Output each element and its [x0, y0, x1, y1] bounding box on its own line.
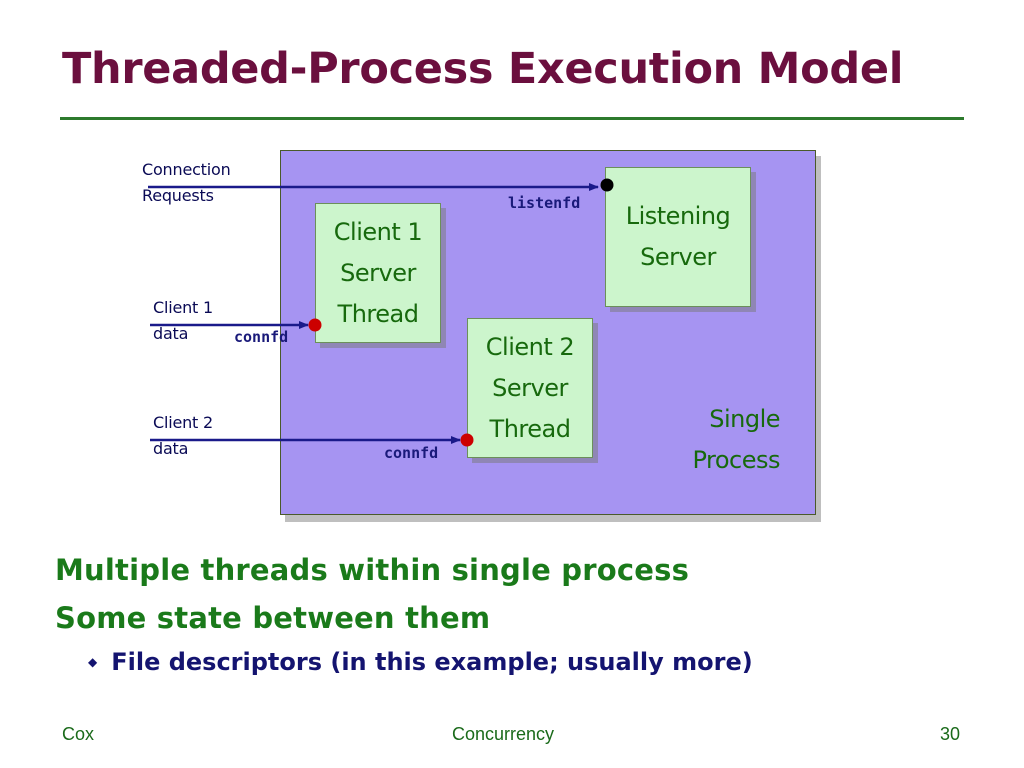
process-diagram: Listening Server Client 1 Server Thread … [142, 150, 821, 522]
client1-data-label: Client 1 data [153, 298, 213, 343]
single-process-label: Single Process [692, 405, 780, 474]
client2-data-label: Client 2 data [153, 413, 213, 458]
footer-page-number: 30 [940, 724, 961, 744]
listening-server-box: Listening Server [605, 167, 751, 307]
listenfd-dot [600, 178, 614, 192]
listenfd-label: listenfd [508, 194, 581, 212]
client1-thread-box: Client 1 Server Thread [315, 203, 441, 343]
diamond-bullet-icon: ◆ [88, 655, 98, 669]
client2-thread-box: Client 2 Server Thread [467, 318, 593, 458]
footer-topic: Concurrency [452, 724, 555, 744]
bullet-some-state: Some state between them [55, 601, 491, 635]
connfd-dot-1 [308, 318, 322, 332]
listening-server-label: Listening Server [625, 202, 731, 271]
bullet-multiple-threads: Multiple threads within single process [55, 553, 690, 587]
sub-bullet-text: File descriptors (in this example; usual… [111, 648, 753, 676]
connfd-label-2: connfd [384, 444, 439, 462]
connfd-dot-2 [460, 433, 474, 447]
client1-thread-label: Client 1 Server Thread [333, 217, 423, 328]
connection-requests-label: Connection Requests [142, 160, 231, 205]
slide-title: Threaded-Process Execution Model [62, 44, 904, 94]
client2-thread-label: Client 2 Server Thread [485, 332, 575, 443]
sub-bullet-file-descriptors: ◆ File descriptors (in this example; usu… [88, 648, 753, 676]
connfd-label-1: connfd [234, 328, 289, 346]
arrows-layer [148, 178, 614, 447]
title-rule [60, 117, 964, 120]
footer-author: Cox [62, 724, 95, 744]
